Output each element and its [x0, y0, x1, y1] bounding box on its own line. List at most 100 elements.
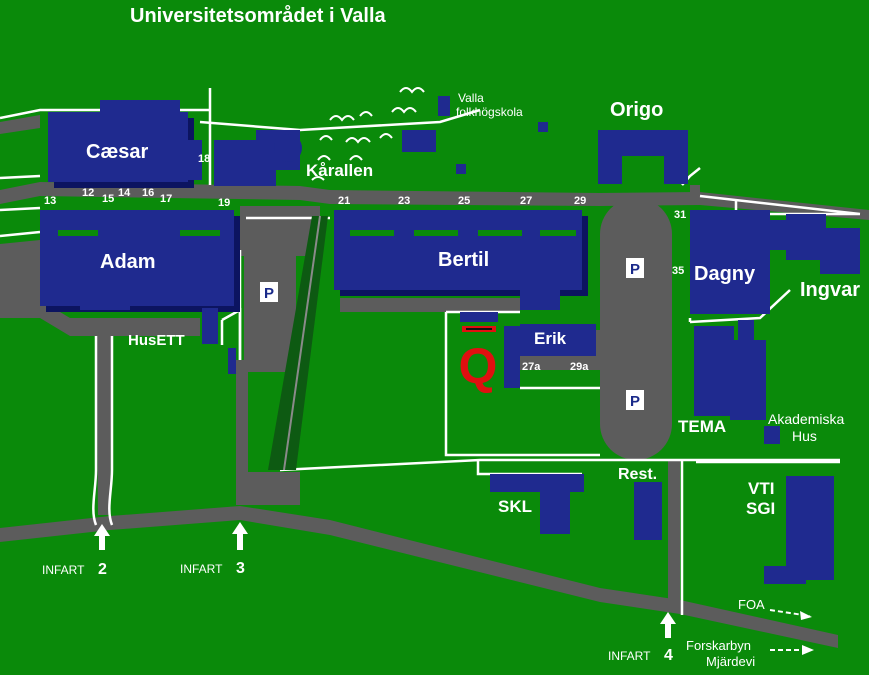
lower-road — [0, 506, 838, 648]
entrance-29: 29 — [574, 195, 586, 207]
husett-annex — [228, 348, 236, 374]
entrance-14: 14 — [118, 187, 131, 199]
infart-3-arrow — [232, 522, 248, 550]
forskarbyn-arrow-head — [802, 645, 814, 655]
ingvar-building-b — [820, 228, 860, 274]
tree-alley-path — [283, 215, 321, 471]
q-building-side — [504, 326, 520, 388]
adam-wing — [80, 290, 130, 310]
ingvar-building-a — [786, 214, 826, 260]
infart-4-label: INFART — [608, 649, 651, 663]
adam-building — [40, 210, 234, 306]
dagny-annex — [770, 220, 786, 250]
adam-window-2 — [180, 230, 220, 236]
infart-4: INFART 4 — [608, 612, 676, 664]
entrance-31: 31 — [674, 209, 686, 221]
road-infart3 — [236, 360, 248, 505]
path-2 — [0, 174, 41, 238]
entrance-27: 27 — [520, 195, 532, 207]
label-caesar: Cæsar — [86, 141, 148, 163]
road-top-left — [0, 115, 40, 134]
label-rest: Rest. — [618, 466, 657, 483]
label-vti: VTI — [748, 479, 774, 498]
label-erik: Erik — [534, 329, 567, 348]
infart-3-label: INFART — [180, 562, 223, 576]
road-bertil-south — [340, 298, 520, 312]
label-akademiska: Akademiska — [768, 411, 844, 427]
infart-4-arrow — [660, 612, 676, 638]
building-18 — [182, 140, 202, 180]
entrance-15: 15 — [102, 193, 114, 205]
label-skl: SKL — [498, 497, 532, 516]
label-foa: FOA — [738, 597, 765, 612]
parking-sign-1 — [260, 282, 278, 302]
bertil-east-wing — [520, 270, 560, 310]
parking-signs: P P P — [260, 258, 644, 410]
entrance-27a: 27a — [522, 361, 541, 373]
entrance-21: 21 — [338, 195, 350, 207]
tema-building-c — [738, 320, 754, 340]
path-5 — [92, 336, 114, 526]
label-dagny: Dagny — [694, 263, 756, 285]
caesar-building — [48, 112, 188, 182]
dagny-building — [690, 210, 770, 314]
skl-building-b — [540, 492, 570, 534]
label-bertil: Bertil — [438, 249, 489, 271]
label-ingvar: Ingvar — [800, 279, 860, 301]
road-infart4 — [668, 460, 680, 610]
parking-lot-1 — [244, 256, 296, 372]
entrance-16: 16 — [142, 187, 154, 199]
q-building-top — [460, 312, 498, 322]
parking-label-1: P — [264, 285, 274, 302]
infart-2-label: INFART — [42, 563, 85, 577]
caesar-wing — [100, 100, 180, 120]
entrance-17: 17 — [160, 193, 172, 205]
vti-building-a — [786, 476, 834, 580]
entrance-19: 19 — [218, 197, 230, 209]
bertil-window-4 — [540, 230, 576, 236]
trees-north — [311, 87, 425, 181]
label-valla: Valla — [458, 91, 484, 105]
label-folkhogskola: folkhögskola — [456, 105, 523, 119]
folkhogskola-3 — [538, 122, 548, 132]
parking-label-3: P — [630, 393, 640, 410]
infart-2-arrow — [94, 524, 110, 550]
entrance-35: 35 — [672, 265, 684, 277]
parking-label-2: P — [630, 261, 640, 278]
road-origo — [690, 185, 700, 200]
label-sgi: SGI — [746, 499, 775, 518]
infart-3-number: 3 — [236, 560, 245, 577]
infart-2: INFART 2 — [42, 524, 110, 578]
road-infart2 — [96, 336, 112, 515]
q-marker-bar-inner — [466, 328, 492, 330]
akademiska-building — [764, 426, 780, 444]
infart-3: INFART 3 — [180, 522, 248, 577]
entrance-29a: 29a — [570, 361, 589, 373]
parking-lot-2 — [600, 198, 672, 460]
parking-sign-2 — [626, 258, 644, 278]
entrance-13: 13 — [44, 195, 56, 207]
erik-building — [520, 324, 596, 356]
husett-building — [202, 308, 218, 344]
foa-arrow-head — [800, 611, 812, 620]
folkhogskola-4 — [456, 164, 466, 174]
q-marker: Q — [459, 338, 498, 394]
tema-building-b — [730, 340, 766, 420]
entrance-12: 12 — [82, 187, 94, 199]
rest-building — [634, 482, 662, 540]
label-origo: Origo — [610, 99, 663, 121]
label-forskarbyn: Forskarbyn — [686, 638, 751, 653]
origo-building — [598, 130, 688, 184]
tree-alley — [268, 216, 328, 470]
folkhogskola-1 — [438, 96, 450, 116]
adam-window-1 — [58, 230, 98, 236]
buildings — [40, 96, 860, 584]
bertil-window-1 — [350, 230, 394, 236]
entrance-25: 25 — [458, 195, 470, 207]
entrance-23: 23 — [398, 195, 410, 207]
label-akademiska-hus: Hus — [792, 428, 817, 444]
road-infart3-bend — [236, 472, 300, 505]
path-11 — [680, 460, 840, 615]
bertil-window-3 — [478, 230, 522, 236]
